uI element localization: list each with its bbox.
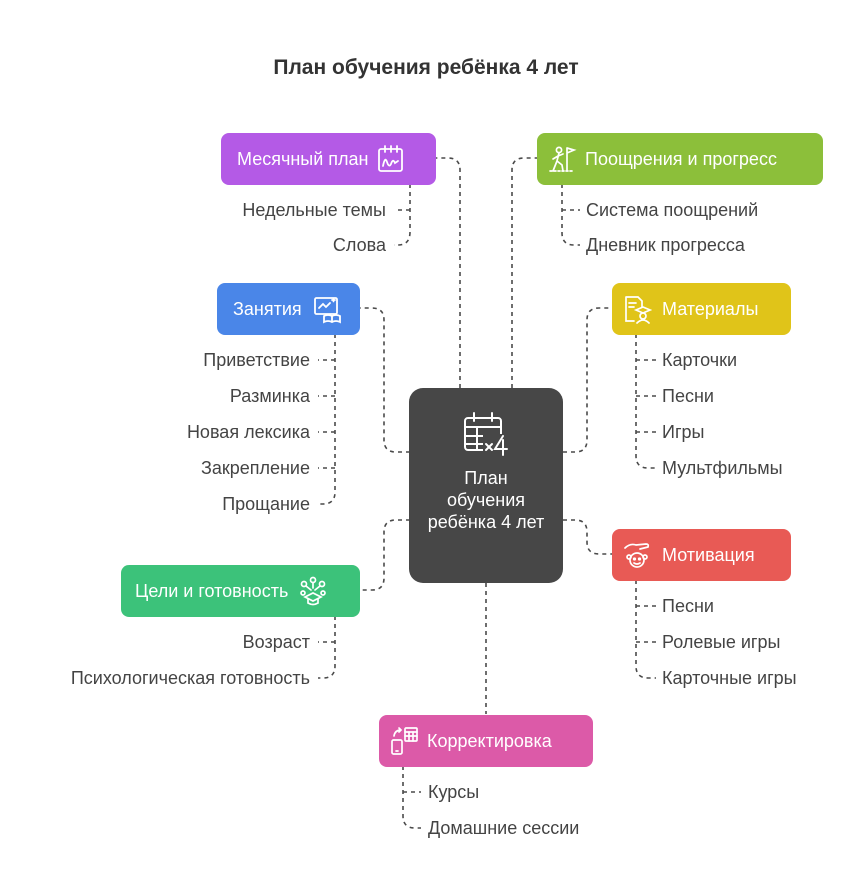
leaf-item: Приветствие xyxy=(203,350,310,370)
document-student-icon xyxy=(622,294,652,324)
center-label: План обучения ребёнка 4 лет xyxy=(427,468,545,532)
leaf-item: Игры xyxy=(662,422,705,442)
leaf-item: Домашние сессии xyxy=(428,818,580,838)
leaf-item: Система поощрений xyxy=(586,200,759,220)
leaf-item: Возраст xyxy=(242,632,310,652)
leaf-item: Курсы xyxy=(428,782,480,802)
calendar-multiply-icon xyxy=(461,410,511,458)
leaf-item: Песни xyxy=(662,596,714,616)
leaf-item: Карточные игры xyxy=(662,668,797,688)
branch-correction[interactable]: Корректировка xyxy=(379,715,593,767)
leaf-item: Слова xyxy=(332,235,386,255)
branch-monthly-plan[interactable]: Месячный план xyxy=(221,133,436,185)
leaf-item: Новая лексика xyxy=(186,422,310,442)
branch-motivation[interactable]: Мотивация xyxy=(612,529,791,581)
leaf-item: Мультфильмы xyxy=(662,458,783,478)
branch-label: Мотивация xyxy=(662,544,755,565)
leaf-item: Дневник прогресса xyxy=(586,235,745,255)
branch-lessons[interactable]: Занятия xyxy=(217,283,360,335)
branch-label: Занятия xyxy=(233,298,302,319)
graduation-network-icon xyxy=(298,576,328,606)
leaf-item: Психологическая готовность xyxy=(70,668,310,688)
branch-goals-readiness[interactable]: Цели и готовность xyxy=(121,565,360,617)
leaf-item: Прощание xyxy=(222,494,310,514)
branch-materials[interactable]: Материалы xyxy=(612,283,791,335)
leaf-item: Карточки xyxy=(662,350,738,370)
leaf-item: Недельные темы xyxy=(242,200,386,220)
person-goal-icon xyxy=(547,144,577,174)
calendar-signature-icon xyxy=(376,144,406,174)
branch-label: Поощрения и прогресс xyxy=(585,148,777,169)
branch-label: Месячный план xyxy=(237,148,369,169)
leaf-item: Ролевые игры xyxy=(662,632,781,652)
center-node[interactable]: План обучения ребёнка 4 лет xyxy=(409,388,563,583)
diagram-title: План обучения ребёнка 4 лет xyxy=(273,56,579,79)
leaf-item: Песни xyxy=(662,386,714,406)
branch-rewards-progress[interactable]: Поощрения и прогресс xyxy=(537,133,823,185)
hand-child-icon xyxy=(622,540,652,570)
leaf-item: Разминка xyxy=(229,386,310,406)
branch-label: Цели и готовность xyxy=(135,580,289,601)
whiteboard-book-icon xyxy=(312,294,342,324)
branch-label: Материалы xyxy=(662,298,759,319)
leaf-item: Закрепление xyxy=(200,458,310,478)
phone-calculator-icon xyxy=(389,726,419,756)
branch-label: Корректировка xyxy=(427,730,552,751)
